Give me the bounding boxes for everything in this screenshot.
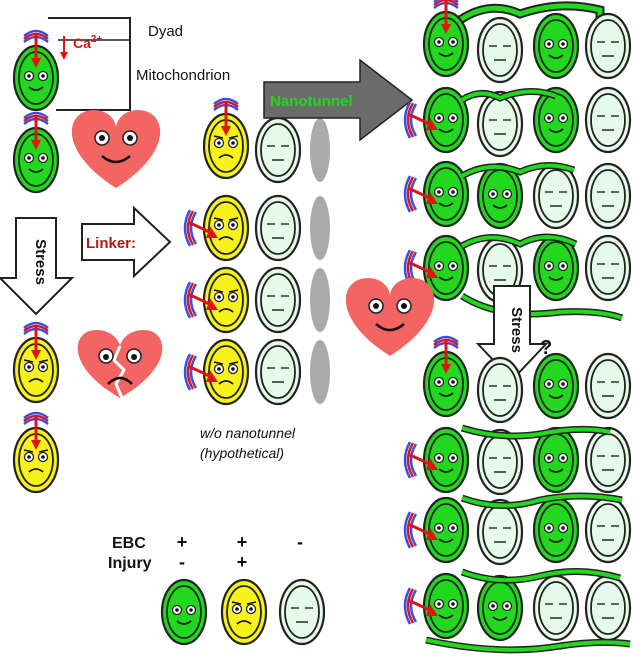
happy-heart-icon — [70, 108, 162, 190]
mitochondrion-label: Mitochondrion — [136, 67, 230, 84]
dyad-label: Dyad — [148, 23, 183, 40]
legend-healthy-mito-icon — [160, 578, 208, 646]
yellow-injury-value: + — [237, 552, 248, 572]
stress-label-left: Stress — [32, 239, 49, 285]
happy-heart-right-icon — [344, 276, 436, 358]
injured-cell-1 — [12, 321, 60, 404]
nanotunnel-grid-top — [403, 0, 632, 322]
broken-heart-icon — [77, 330, 163, 399]
nanotunnel-label: Nanotunnel — [270, 93, 353, 110]
linker-arrow — [81, 205, 172, 279]
question-mark: ? — [540, 337, 552, 359]
yellow-ebc-value: + — [237, 532, 248, 552]
stress-arrow-right — [475, 285, 549, 382]
without-nanotunnel-label: w/o nanotunnel — [200, 425, 296, 441]
green-injury-value: - — [179, 552, 185, 572]
no-nanotunnel-grid — [183, 97, 330, 406]
legend-injured-mito-icon — [220, 578, 268, 646]
nanotunnel-arrow — [263, 58, 414, 142]
injury-row-label: Injury — [108, 555, 152, 572]
stress-label-right: Stress — [508, 307, 525, 353]
green-ebc-value: + — [177, 532, 188, 552]
nanotunnel-grid-bottom — [403, 335, 632, 654]
linker-label: Linker: — [86, 235, 136, 252]
stress-arrow-left — [0, 217, 75, 316]
healthy-cell-top — [12, 111, 60, 194]
dyad-legend — [12, 17, 131, 112]
hypothetical-label: (hypothetical) — [200, 445, 284, 461]
pale-ebc-value: - — [297, 532, 303, 552]
injured-cell-2 — [12, 411, 60, 494]
calcium-label: Ca2+ — [73, 34, 102, 51]
legend-inactive-mito-icon — [278, 578, 326, 646]
ebc-row-label: EBC — [112, 535, 146, 552]
state-legend: EBC Injury + - + + - — [108, 532, 326, 646]
